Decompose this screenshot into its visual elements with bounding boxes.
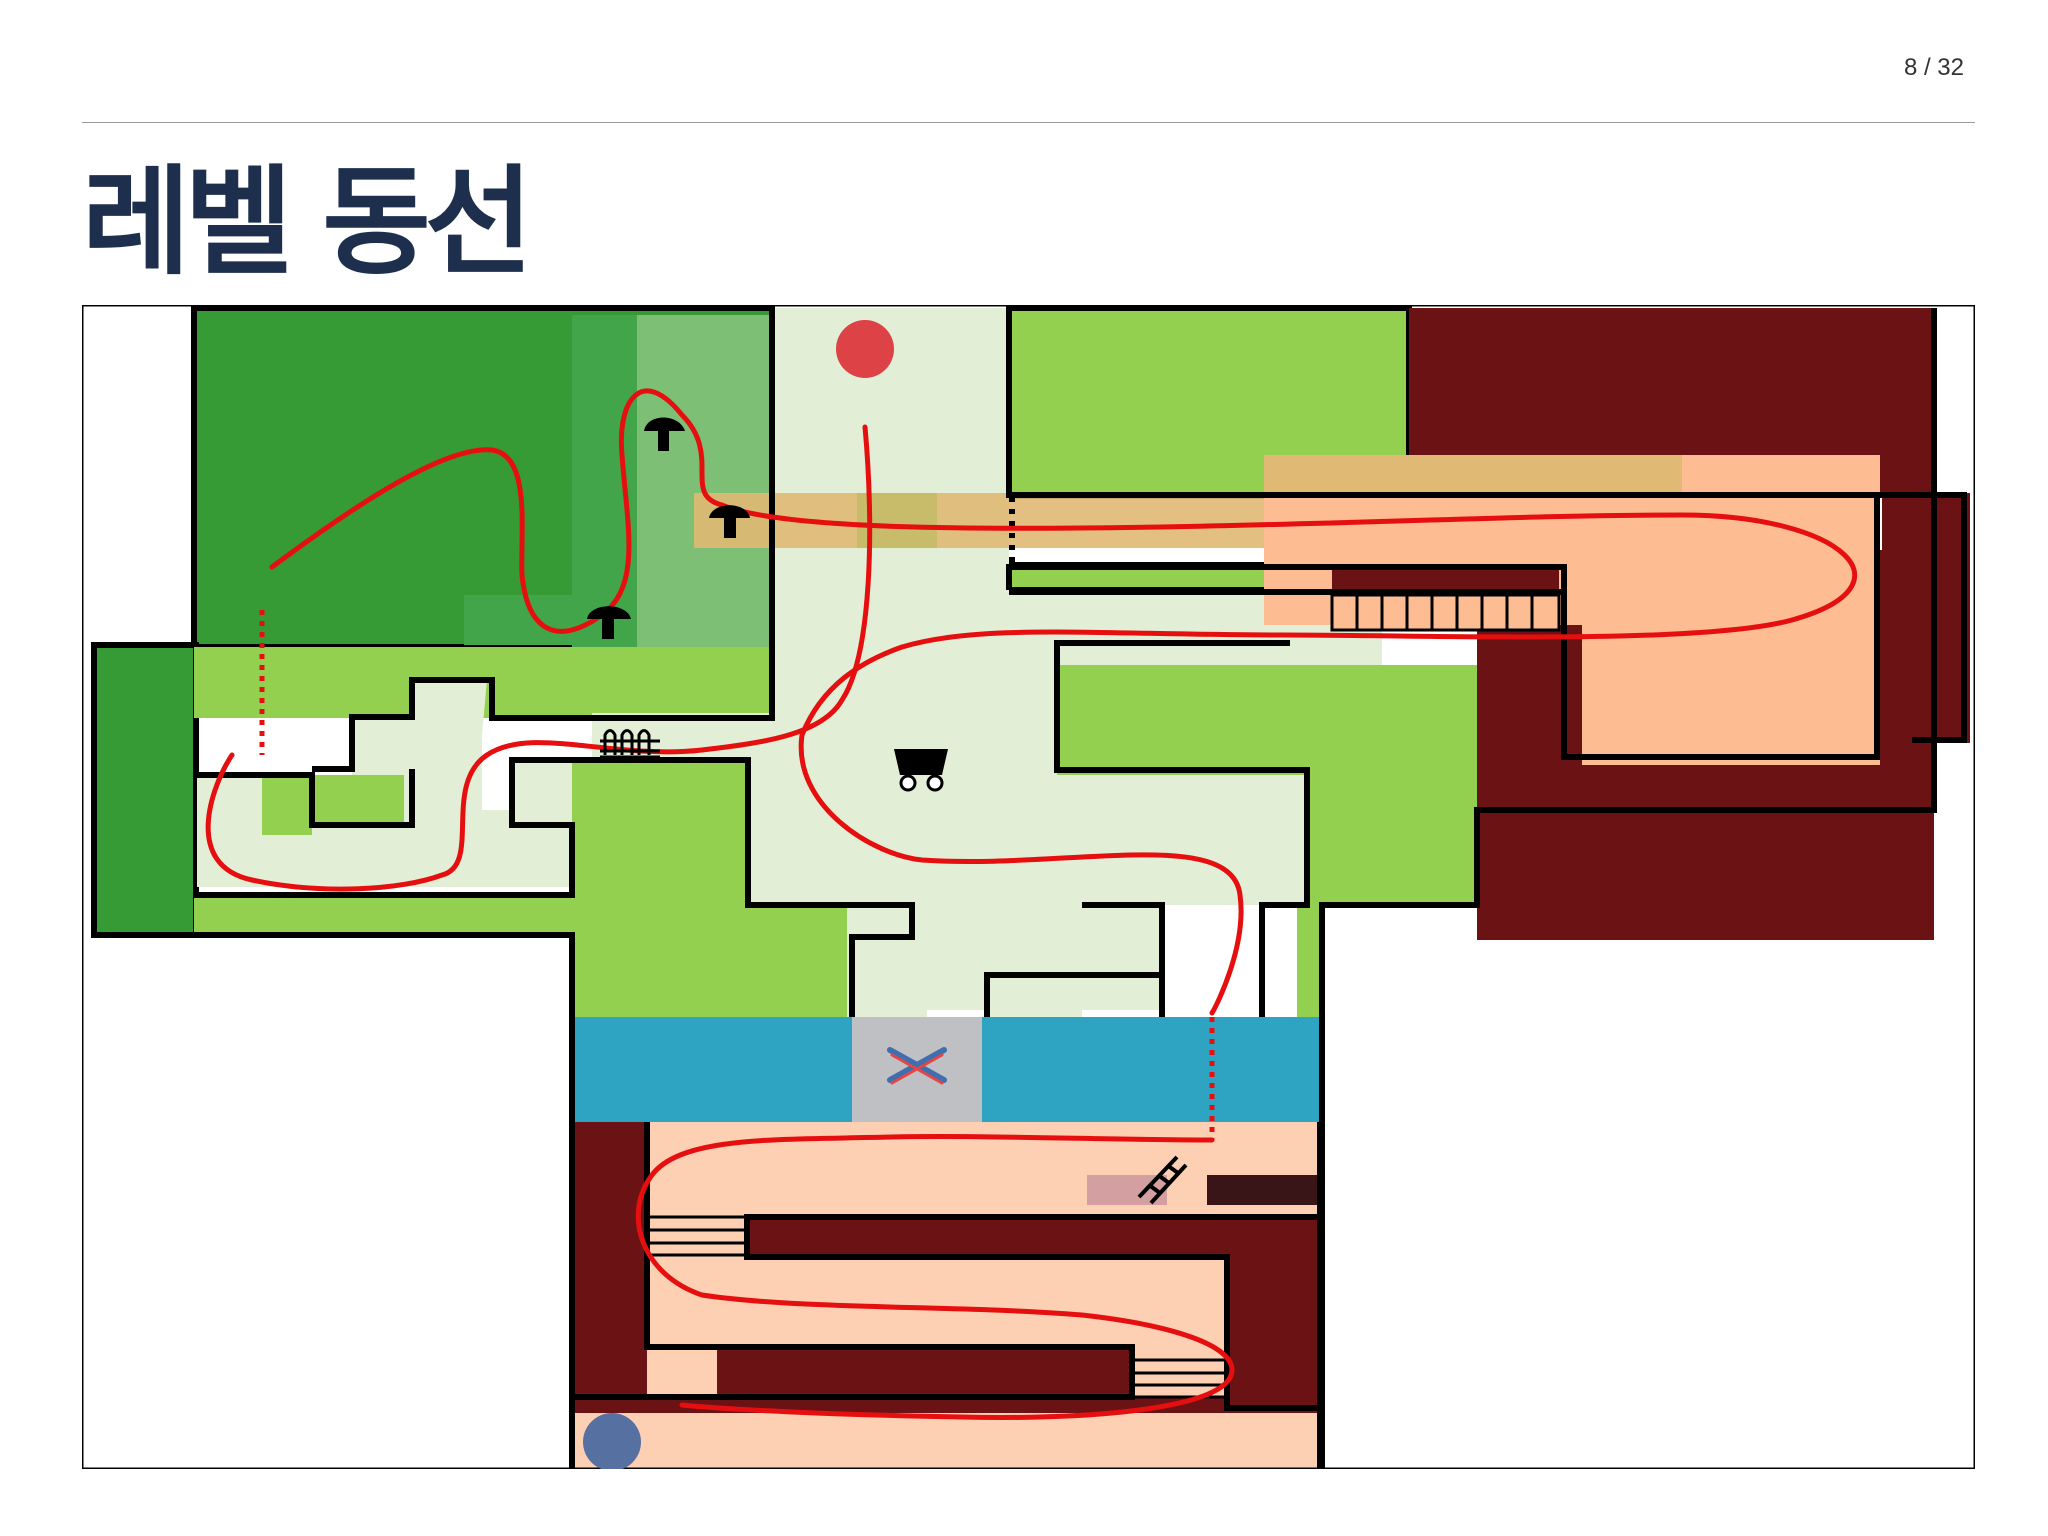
broken-bridge-icon: [887, 1047, 947, 1085]
start-marker: [836, 320, 894, 378]
ladder-icon: [1137, 1155, 1188, 1205]
wagon-icon: [894, 749, 948, 792]
level-flow-map: [82, 305, 1975, 1469]
forest-zone: [91, 305, 775, 938]
route-path: [205, 388, 1858, 1420]
east-cave: [1264, 308, 1970, 940]
path-zone: [197, 308, 1382, 1315]
goal-marker: [583, 1413, 641, 1469]
south-cave-stairs: [647, 1215, 1225, 1399]
fence-icon: [600, 729, 660, 759]
slide-title: 레벨 동선: [82, 153, 533, 291]
mushroom-icon: [644, 417, 685, 451]
walls: [82, 305, 1975, 1469]
mushroom-icon: [709, 505, 750, 538]
header-divider: [82, 122, 1975, 123]
sand-band: [694, 493, 1264, 548]
east-cave-stairs: [1330, 593, 1561, 632]
page-number: 8 / 32: [1903, 54, 1964, 81]
mushroom-icon: [587, 606, 631, 639]
route-dotted-connectors: [259, 610, 1215, 1140]
south-cave: [572, 1122, 1320, 1469]
